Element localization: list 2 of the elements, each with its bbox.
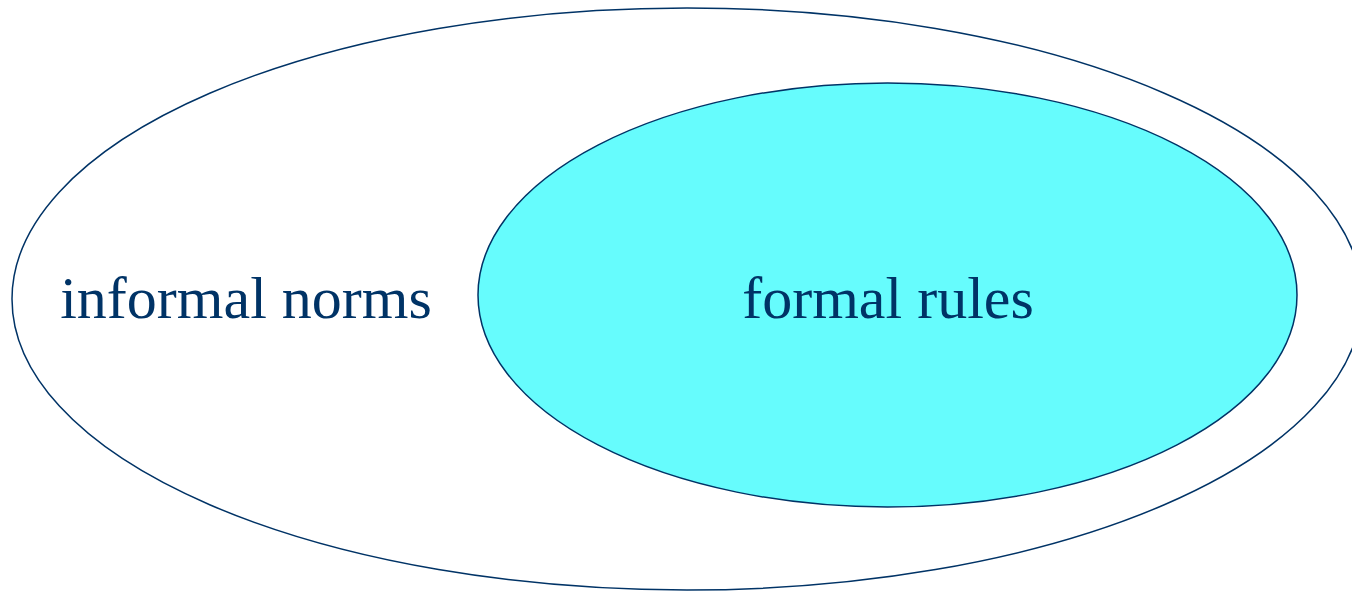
ellipse-label: formal rules — [742, 268, 1034, 328]
ellipse-label: informal norms — [60, 268, 432, 328]
